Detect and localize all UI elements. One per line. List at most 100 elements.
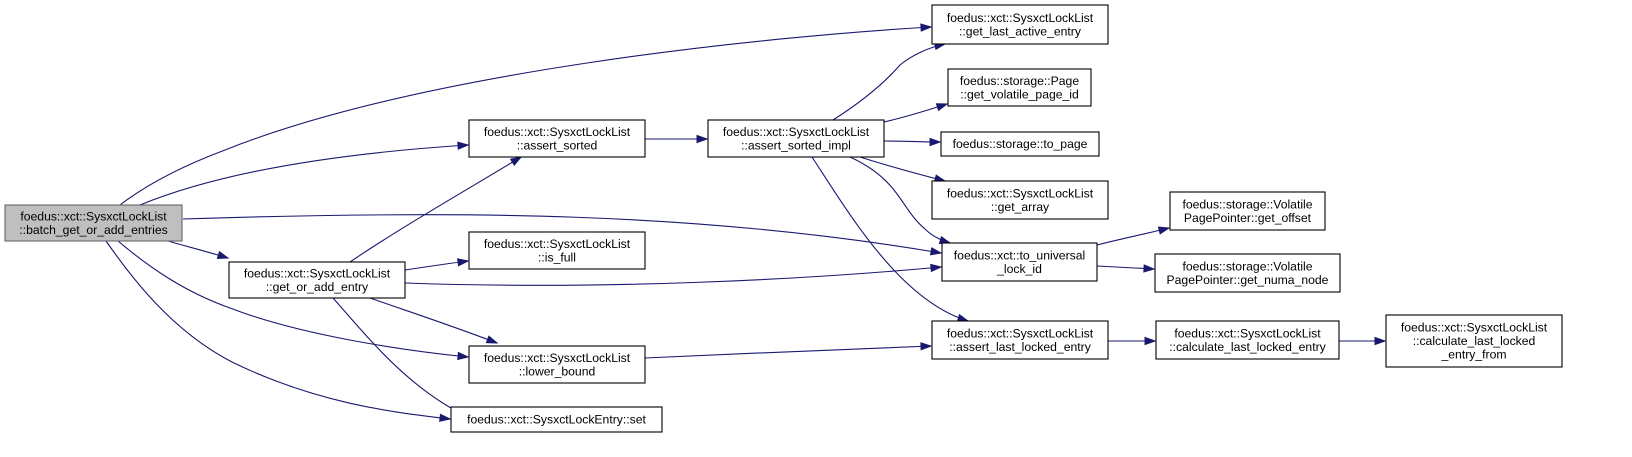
nodes-layer: foedus::xct::SysxctLockList::batch_get_o… xyxy=(4,4,1563,433)
node-is-full[interactable]: foedus::xct::SysxctLockList::is_full xyxy=(468,231,646,270)
edge-line xyxy=(859,156,946,182)
node-label-line: ::get_or_add_entry xyxy=(266,280,369,294)
node-set[interactable]: foedus::xct::SysxctLockEntry::set xyxy=(450,406,663,433)
arrowhead xyxy=(439,413,452,422)
node-label-line: foedus::xct::SysxctLockList xyxy=(484,125,631,139)
node-box xyxy=(468,231,646,270)
arrowhead xyxy=(216,250,230,259)
arrowhead xyxy=(457,258,470,267)
node-label-line: ::get_last_active_entry xyxy=(959,24,1082,38)
edge-line xyxy=(105,240,451,420)
node-label-line: ::calculate_last_locked_entry xyxy=(1169,340,1326,354)
node-label-line: ::batch_get_or_add_entries xyxy=(19,223,167,237)
edge-batch_get_or_add_entries-to-get_last_active_entry xyxy=(119,23,933,206)
edge-line xyxy=(811,156,969,322)
edge-get_or_add_entry-to-to_universal_lock_id xyxy=(404,263,943,286)
edge-batch_get_or_add_entries-to-to_universal_lock_id xyxy=(182,214,943,256)
node-label-line: foedus::xct::to_universal xyxy=(954,248,1085,262)
edge-get_or_add_entry-to-set xyxy=(332,297,472,419)
node-label-line: ::assert_sorted xyxy=(517,138,598,152)
edge-lower_bound-to-assert_last_locked_entry xyxy=(644,342,933,359)
arrowhead xyxy=(1157,226,1171,235)
node-label-line: foedus::xct::SysxctLockList xyxy=(484,351,631,365)
node-label-line: foedus::xct::SysxctLockList xyxy=(1401,321,1548,335)
node-box xyxy=(468,345,646,384)
node-box xyxy=(941,242,1098,282)
node-label-line: foedus::xct::SysxctLockList xyxy=(20,209,167,223)
node-get-offset[interactable]: foedus::storage::VolatilePagePointer::ge… xyxy=(1169,191,1326,231)
edge-line xyxy=(404,266,942,286)
node-lower-bound[interactable]: foedus::xct::SysxctLockList::lower_bound xyxy=(468,345,646,384)
node-get-array[interactable]: foedus::xct::SysxctLockList::get_array xyxy=(931,180,1109,220)
node-label-line: foedus::xct::SysxctLockList xyxy=(1174,326,1321,340)
node-get-last-active-entry[interactable]: foedus::xct::SysxctLockList::get_last_ac… xyxy=(931,4,1109,45)
edge-calculate_last_locked_entry-to-calculate_last_locked_entry_from xyxy=(1338,336,1387,346)
edge-line xyxy=(832,43,946,121)
node-label-line: ::lower_bound xyxy=(519,364,596,378)
node-assert-sorted-impl[interactable]: foedus::xct::SysxctLockList::assert_sort… xyxy=(707,119,885,158)
arrowhead xyxy=(457,141,470,150)
node-box xyxy=(707,119,885,158)
node-label-line: ::get_volatile_page_id xyxy=(960,87,1079,101)
node-box xyxy=(940,131,1100,157)
edge-batch_get_or_add_entries-to-assert_sorted xyxy=(139,141,470,206)
edge-get_or_add_entry-to-is_full xyxy=(404,258,470,271)
edge-line xyxy=(1096,227,1170,246)
edge-line xyxy=(332,297,471,419)
edge-line xyxy=(119,26,932,206)
node-label-line: foedus::xct::SysxctLockList xyxy=(947,11,1094,25)
edge-batch_get_or_add_entries-to-get_or_add_entry xyxy=(167,240,230,259)
node-label-line: foedus::xct::SysxctLockList xyxy=(484,237,631,251)
node-get-volatile-page-id[interactable]: foedus::storage::Page::get_volatile_page… xyxy=(947,68,1092,107)
node-label-line: foedus::storage::Page xyxy=(960,74,1079,88)
node-get-numa-node[interactable]: foedus::storage::VolatilePagePointer::ge… xyxy=(1154,253,1341,293)
node-assert-sorted[interactable]: foedus::xct::SysxctLockList::assert_sort… xyxy=(468,119,646,158)
node-batch-get-or-add-entries: foedus::xct::SysxctLockList::batch_get_o… xyxy=(4,204,183,242)
node-label-line: ::assert_last_locked_entry xyxy=(949,340,1091,354)
edge-get_or_add_entry-to-assert_sorted xyxy=(349,156,523,263)
arrowhead xyxy=(956,313,970,322)
edge-to_universal_lock_id-to-get_offset xyxy=(1096,226,1171,246)
arrowhead xyxy=(457,351,470,361)
node-label-line: ::get_array xyxy=(991,200,1050,214)
node-label-line: foedus::xct::SysxctLockList xyxy=(947,186,1094,200)
node-box xyxy=(1169,191,1326,231)
node-box xyxy=(450,406,663,433)
arrowhead xyxy=(929,247,943,256)
node-label-line: foedus::xct::SysxctLockEntry::set xyxy=(467,413,646,427)
node-to-page[interactable]: foedus::storage::to_page xyxy=(940,131,1100,157)
arrowhead xyxy=(1374,336,1387,346)
edge-line xyxy=(139,144,469,206)
node-label-line: PagePointer::get_offset xyxy=(1184,211,1312,225)
node-label-line: foedus::xct::SysxctLockList xyxy=(947,326,1094,340)
node-calculate-last-locked-entry-from[interactable]: foedus::xct::SysxctLockList::calculate_l… xyxy=(1385,314,1563,368)
edge-line xyxy=(644,345,932,359)
node-assert-last-locked-entry[interactable]: foedus::xct::SysxctLockList::assert_last… xyxy=(931,320,1109,360)
node-get-or-add-entry[interactable]: foedus::xct::SysxctLockList::get_or_add_… xyxy=(228,261,406,299)
node-label-line: _entry_from xyxy=(1440,348,1506,362)
node-label-line: ::assert_sorted_impl xyxy=(741,138,851,152)
arrowhead xyxy=(696,134,709,144)
node-box xyxy=(1154,253,1341,293)
node-calculate-last-locked-entry[interactable]: foedus::xct::SysxctLockList::calculate_l… xyxy=(1155,320,1340,360)
node-label-line: foedus::storage::Volatile xyxy=(1182,197,1312,211)
edge-batch_get_or_add_entries-to-lower_bound xyxy=(117,240,470,361)
edge-assert_sorted_impl-to-get_volatile_page_id xyxy=(883,103,949,123)
node-label-line: foedus::xct::SysxctLockList xyxy=(723,125,870,139)
node-label-line: ::calculate_last_locked xyxy=(1413,334,1536,348)
node-label-line: _lock_id xyxy=(996,262,1042,276)
edge-assert_sorted_impl-to-get_last_active_entry xyxy=(832,41,947,121)
arrowhead xyxy=(509,156,523,167)
arrowhead xyxy=(929,137,942,147)
node-to-universal-lock-id[interactable]: foedus::xct::to_universal_lock_id xyxy=(941,242,1098,282)
edge-line xyxy=(182,214,942,254)
edge-assert_last_locked_entry-to-calculate_last_locked_entry xyxy=(1107,336,1157,346)
node-box xyxy=(4,204,183,242)
arrowhead xyxy=(920,23,933,32)
node-box xyxy=(228,261,406,299)
edge-assert_sorted-to-assert_sorted_impl xyxy=(645,134,709,144)
edges-layer xyxy=(105,23,1387,422)
edge-line xyxy=(117,240,469,358)
node-box xyxy=(931,320,1109,360)
